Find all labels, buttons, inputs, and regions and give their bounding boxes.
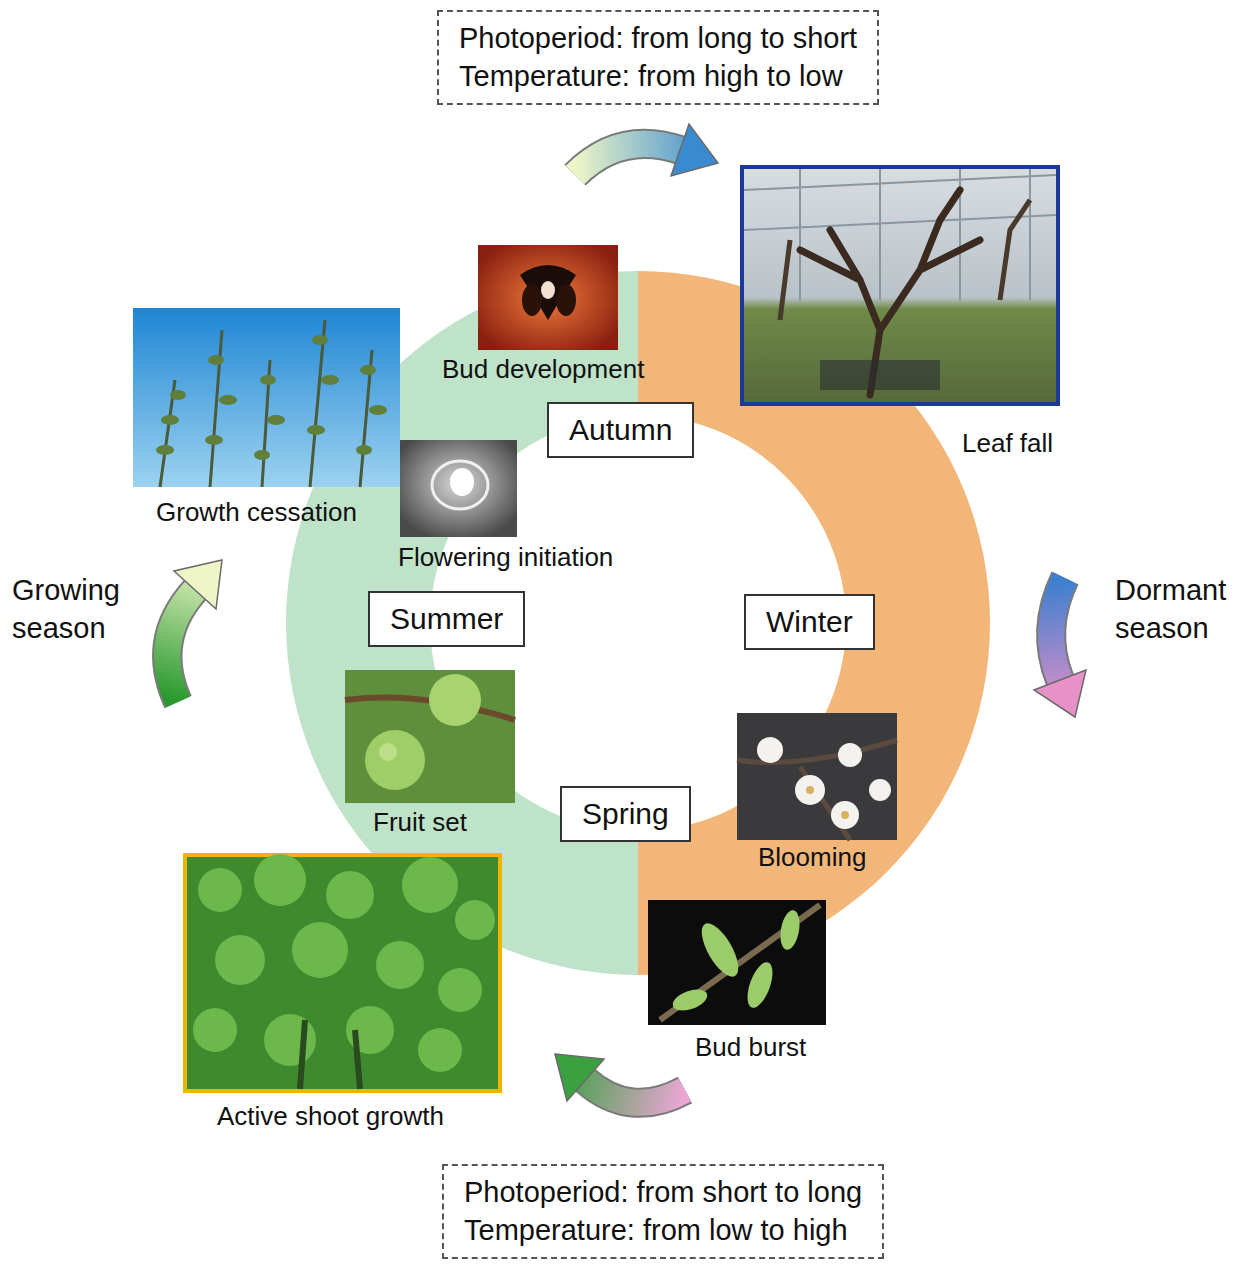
photo (737, 713, 897, 840)
photo (648, 900, 826, 1025)
curved-arrow (1034, 578, 1086, 717)
season-box: Autumn (547, 402, 694, 458)
box-text: Temperature: from low to high (464, 1212, 862, 1250)
caption-label: Bud development (442, 353, 644, 386)
caption-label: Flowering initiation (398, 541, 613, 574)
box-text: Autumn (569, 411, 672, 449)
caption-label: Blooming (758, 841, 866, 874)
photo (742, 167, 1058, 404)
box-text: Summer (390, 600, 503, 638)
caption-label: Growing season (12, 572, 134, 647)
box-text: Photoperiod: from short to long (464, 1174, 862, 1212)
box-text: Spring (582, 795, 669, 833)
photo (400, 440, 517, 537)
curved-arrow (167, 560, 222, 702)
caption-label: Bud burst (695, 1031, 806, 1064)
caption-label: Growth cessation (156, 496, 357, 529)
box-text: Temperature: from high to low (459, 58, 857, 96)
condition-box: Photoperiod: from short to longTemperatu… (442, 1164, 884, 1259)
condition-box: Photoperiod: from long to shortTemperatu… (437, 10, 879, 105)
caption-label: Leaf fall (962, 427, 1053, 460)
season-box: Summer (368, 591, 525, 647)
photo (185, 854, 500, 1091)
box-text: Photoperiod: from long to short (459, 20, 857, 58)
photo (345, 670, 515, 803)
caption-label: Dormant season (1115, 572, 1245, 647)
caption-label: Active shoot growth (217, 1100, 444, 1133)
caption-label: Fruit set (373, 806, 467, 839)
photo (133, 308, 400, 487)
box-text: Winter (766, 603, 853, 641)
curved-arrow (555, 1054, 685, 1103)
season-box: Spring (560, 786, 691, 842)
photo (478, 245, 618, 350)
curved-arrow (575, 124, 718, 176)
season-box: Winter (744, 594, 875, 650)
